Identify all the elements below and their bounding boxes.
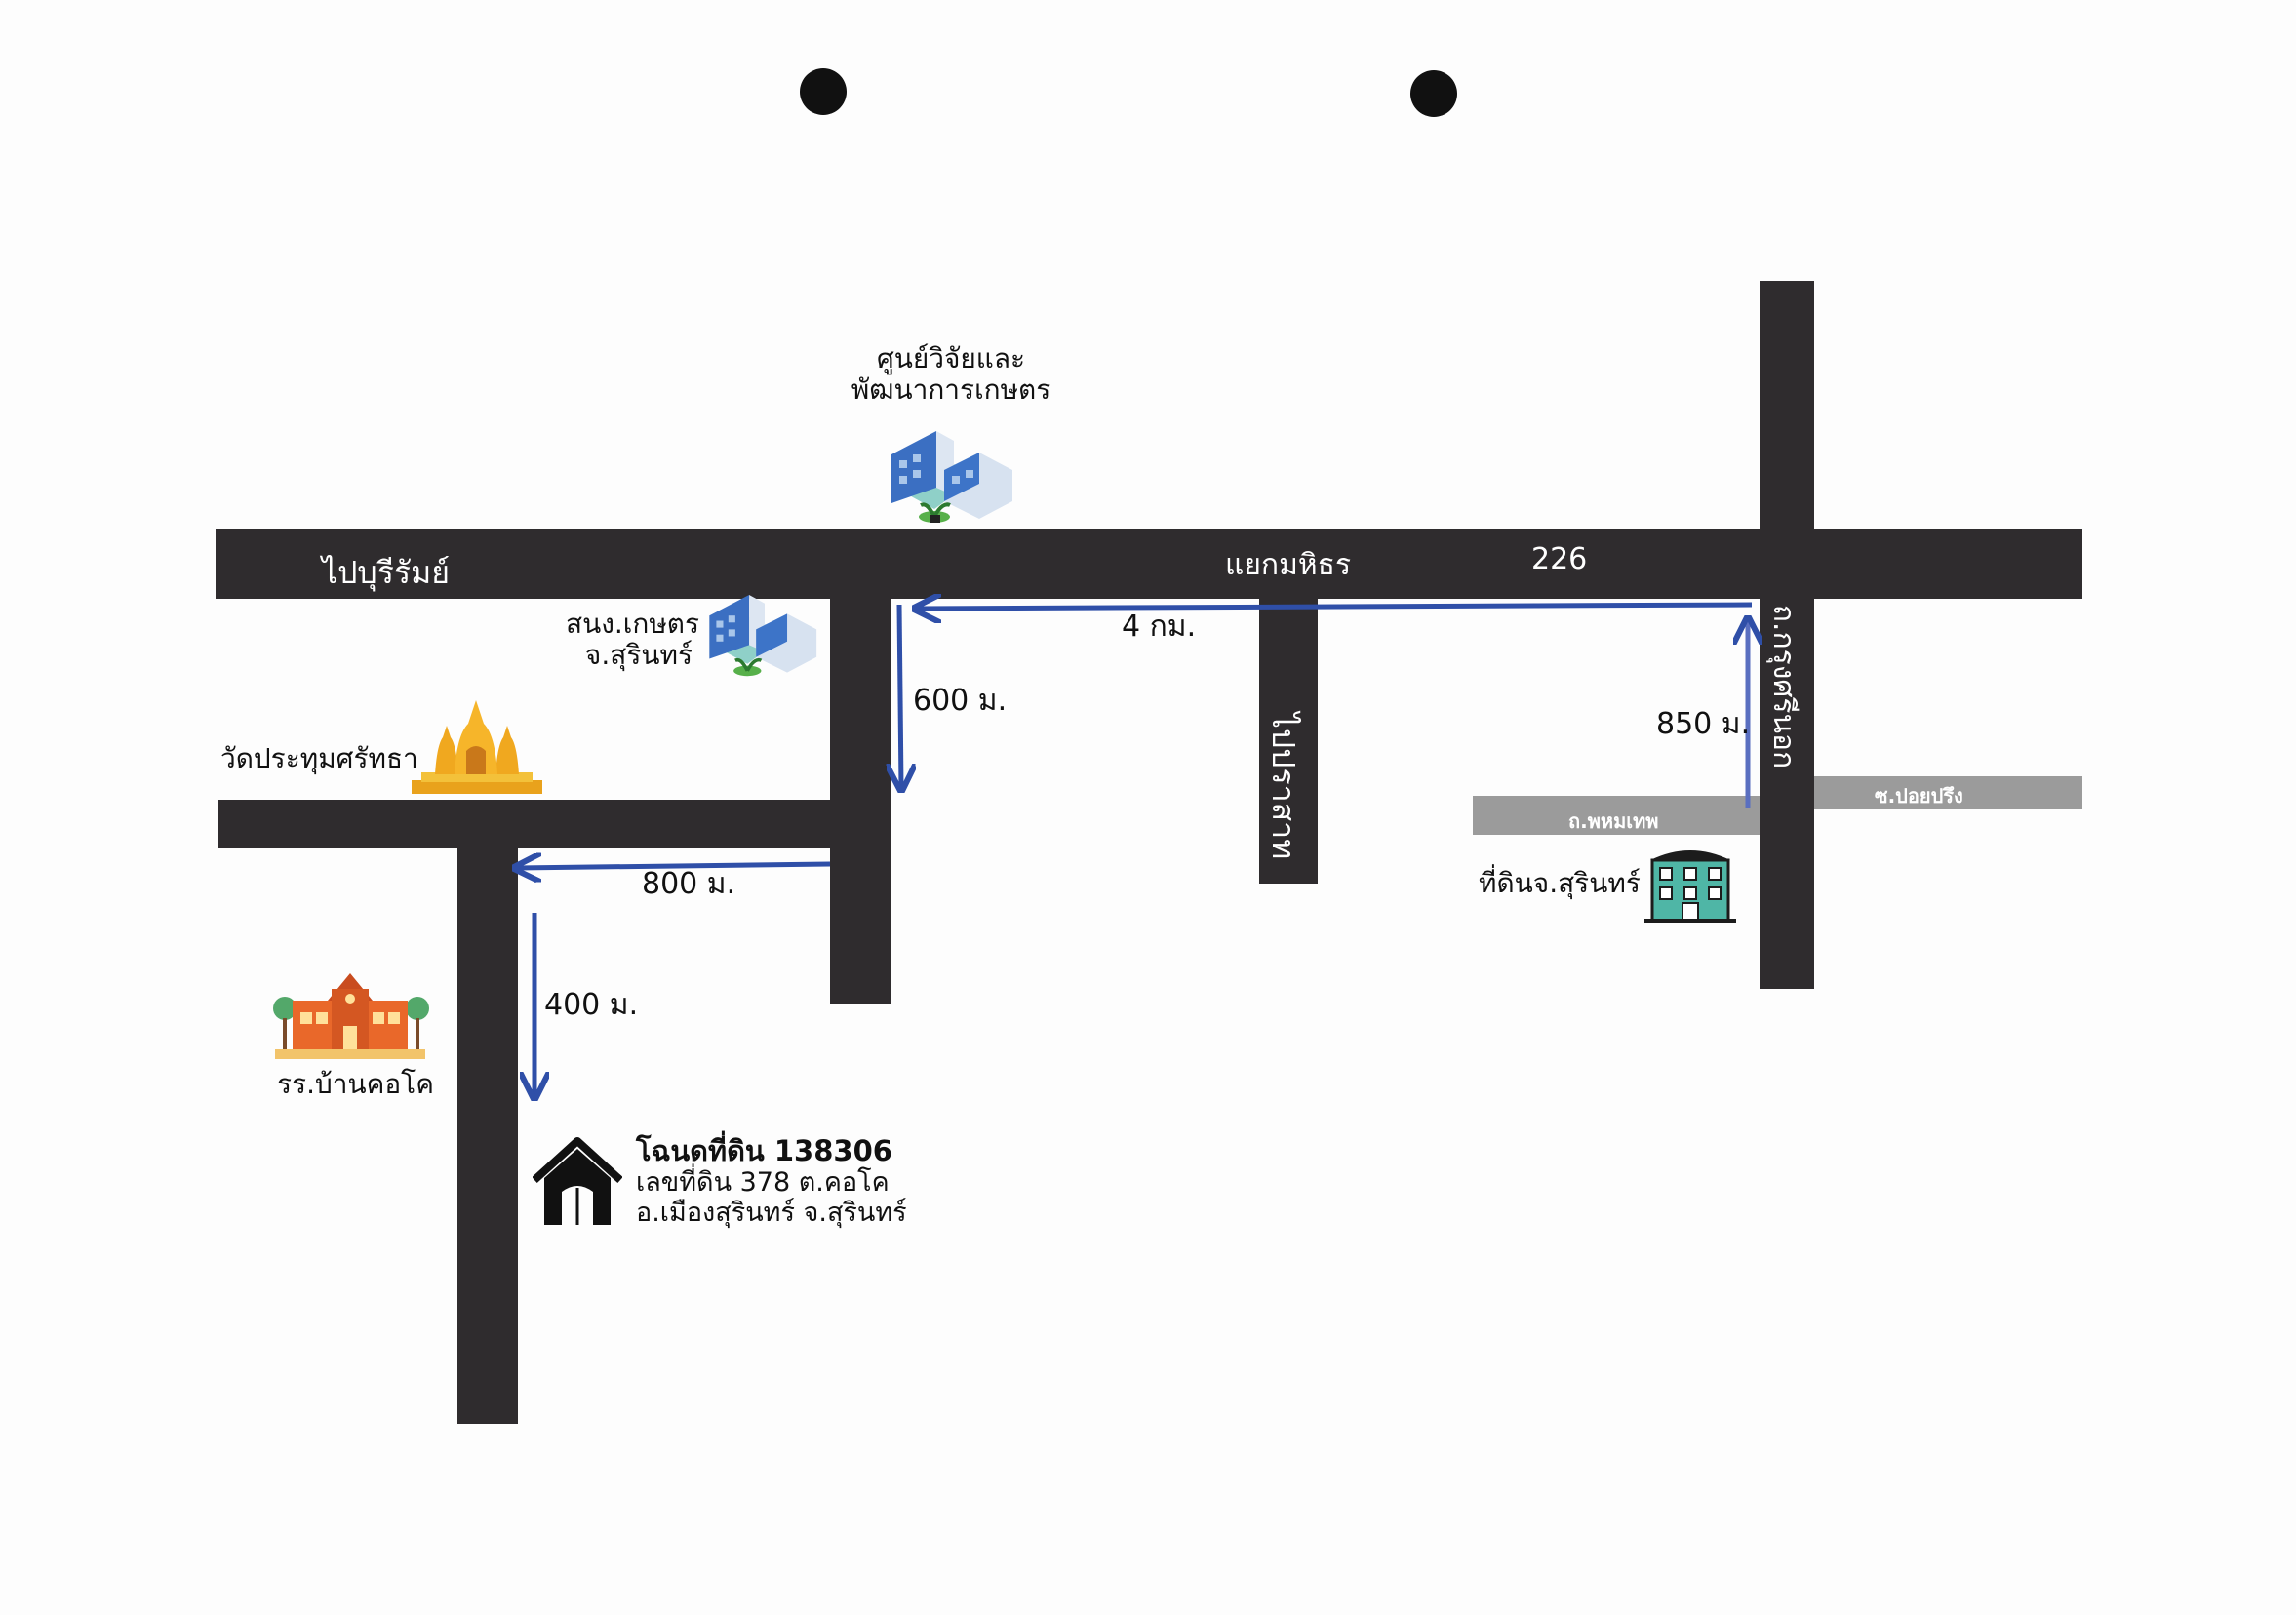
- house-icon: [533, 1137, 622, 1225]
- school-icon: [273, 973, 429, 1059]
- distance-800: 800 ม.: [642, 867, 736, 901]
- khok-road: [457, 835, 518, 1424]
- land-office-icon: [1644, 850, 1736, 923]
- research-center-label: ศูนย์วิจัยและ พัฒนาการเกษตร: [839, 342, 1063, 407]
- agri-office-label: สนง.เกษตร จ.สุรินทร์: [566, 608, 700, 672]
- distance-600: 600 ม.: [913, 684, 1008, 718]
- phrom-road: [1473, 796, 1760, 835]
- road-label-west: ไปบุรีรัมย์: [322, 554, 450, 591]
- research-center-line2: พัฒนาการเกษตร: [851, 374, 1051, 407]
- temple-road: [218, 800, 891, 848]
- temple-icon: [412, 700, 542, 794]
- arrow-4km: [917, 605, 1753, 609]
- distance-400: 400 ม.: [544, 988, 639, 1022]
- distance-850: 850 ม.: [1656, 707, 1751, 741]
- arrow-600: [899, 604, 901, 788]
- agri-office-line1: สนง.เกษตร: [566, 608, 700, 640]
- krung-road: [1760, 281, 1814, 989]
- agri-office-line2: จ.สุรินทร์: [584, 639, 693, 672]
- destination-line2: เลขที่ดิน 378 ต.คอโค: [636, 1167, 890, 1199]
- road-label-phrom: ถ.พหมเทพ: [1568, 809, 1659, 833]
- punch-hole-right: [1410, 70, 1457, 117]
- prasat-road: [1259, 585, 1318, 884]
- road-label-226: 226: [1531, 542, 1588, 576]
- destination-info: โฉนดที่ดิน 138306 เลขที่ดิน 378 ต.คอโค อ…: [636, 1134, 907, 1229]
- road-label-poy: ซ.ปอยปรึง: [1875, 784, 1963, 808]
- road-label-junction: แยกมหิธร: [1225, 548, 1352, 582]
- school-label: รร.บ้านคอโค: [277, 1068, 434, 1100]
- punch-hole-left: [800, 68, 847, 115]
- distance-4km: 4 กม.: [1122, 610, 1197, 644]
- side-road-600: [830, 585, 891, 1004]
- destination-line3: อ.เมืองสุรินทร์ จ.สุรินทร์: [636, 1198, 907, 1229]
- temple-label: วัดประทุมศรัทธา: [220, 742, 418, 774]
- destination-title: โฉนดที่ดิน 138306: [636, 1134, 892, 1167]
- office-building-icon: [709, 594, 817, 677]
- poy-soi: [1814, 776, 2082, 809]
- research-center-line1: ศูนย์วิจัยและ: [876, 342, 1026, 374]
- arrow-800: [517, 864, 831, 868]
- land-office-label: ที่ดินจ.สุรินทร์: [1479, 867, 1641, 899]
- building-icon: [891, 431, 1012, 523]
